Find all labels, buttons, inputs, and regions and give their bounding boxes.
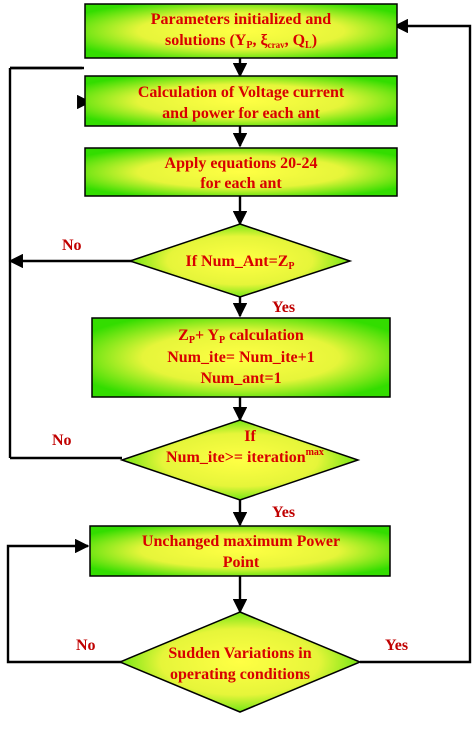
box-calculation-voltage: Calculation of Voltage current and power… — [84, 75, 398, 127]
decision3-line1: Sudden Variations in — [168, 645, 311, 662]
box3-line1: Apply equations 20-24 — [165, 155, 318, 172]
box2-line1: Calculation of Voltage current — [138, 84, 345, 101]
label-no-2: No — [52, 432, 72, 449]
label-no-1: No — [62, 237, 82, 254]
box-unchanged-mpp: Unchanged maximum Power Point — [89, 525, 391, 577]
label-no-3: No — [76, 637, 96, 654]
arrow-decision3-no-loop — [6, 538, 122, 664]
box4-line1: ZP+ YP calculation — [178, 327, 304, 346]
box2-line2: and power for each ant — [162, 105, 320, 122]
label-yes-1: Yes — [272, 299, 295, 316]
box-parameters-initialized: Parameters initialized and solutions (YP… — [84, 3, 398, 59]
decision3-line2: operating conditions — [170, 666, 310, 683]
arrow-decision3-yes-loop — [360, 18, 472, 664]
decision-sudden-variations: Sudden Variations in operating condition… — [118, 611, 362, 713]
decision-iteration-max: If Num_ite>= iterationmax — [119, 419, 361, 501]
box4-line2: Num_ite= Num_ite+1 — [167, 349, 315, 366]
box5-line1: Unchanged maximum Power — [142, 533, 340, 550]
label-yes-3: Yes — [385, 637, 408, 654]
box1-line1: Parameters initialized and — [151, 11, 332, 28]
decision2-line1: If — [244, 428, 256, 445]
box4-line3: Num_ant=1 — [200, 370, 281, 387]
box1-line2: solutions (YP, ξcrav, QL) — [165, 32, 317, 51]
connectors — [6, 18, 472, 664]
box-apply-equations: Apply equations 20-24 for each ant — [84, 147, 398, 197]
label-yes-2: Yes — [272, 504, 295, 521]
decision2-line2: Num_ite>= iterationmax — [166, 447, 324, 466]
box5-line2: Point — [223, 554, 260, 571]
decision1-text: If Num_Ant=ZP — [185, 253, 294, 272]
decision-num-ant: If Num_Ant=ZP — [127, 223, 353, 298]
box-zp-yp-calculation: ZP+ YP calculation Num_ite= Num_ite+1 Nu… — [91, 317, 391, 398]
box3-line2: for each ant — [200, 175, 282, 192]
